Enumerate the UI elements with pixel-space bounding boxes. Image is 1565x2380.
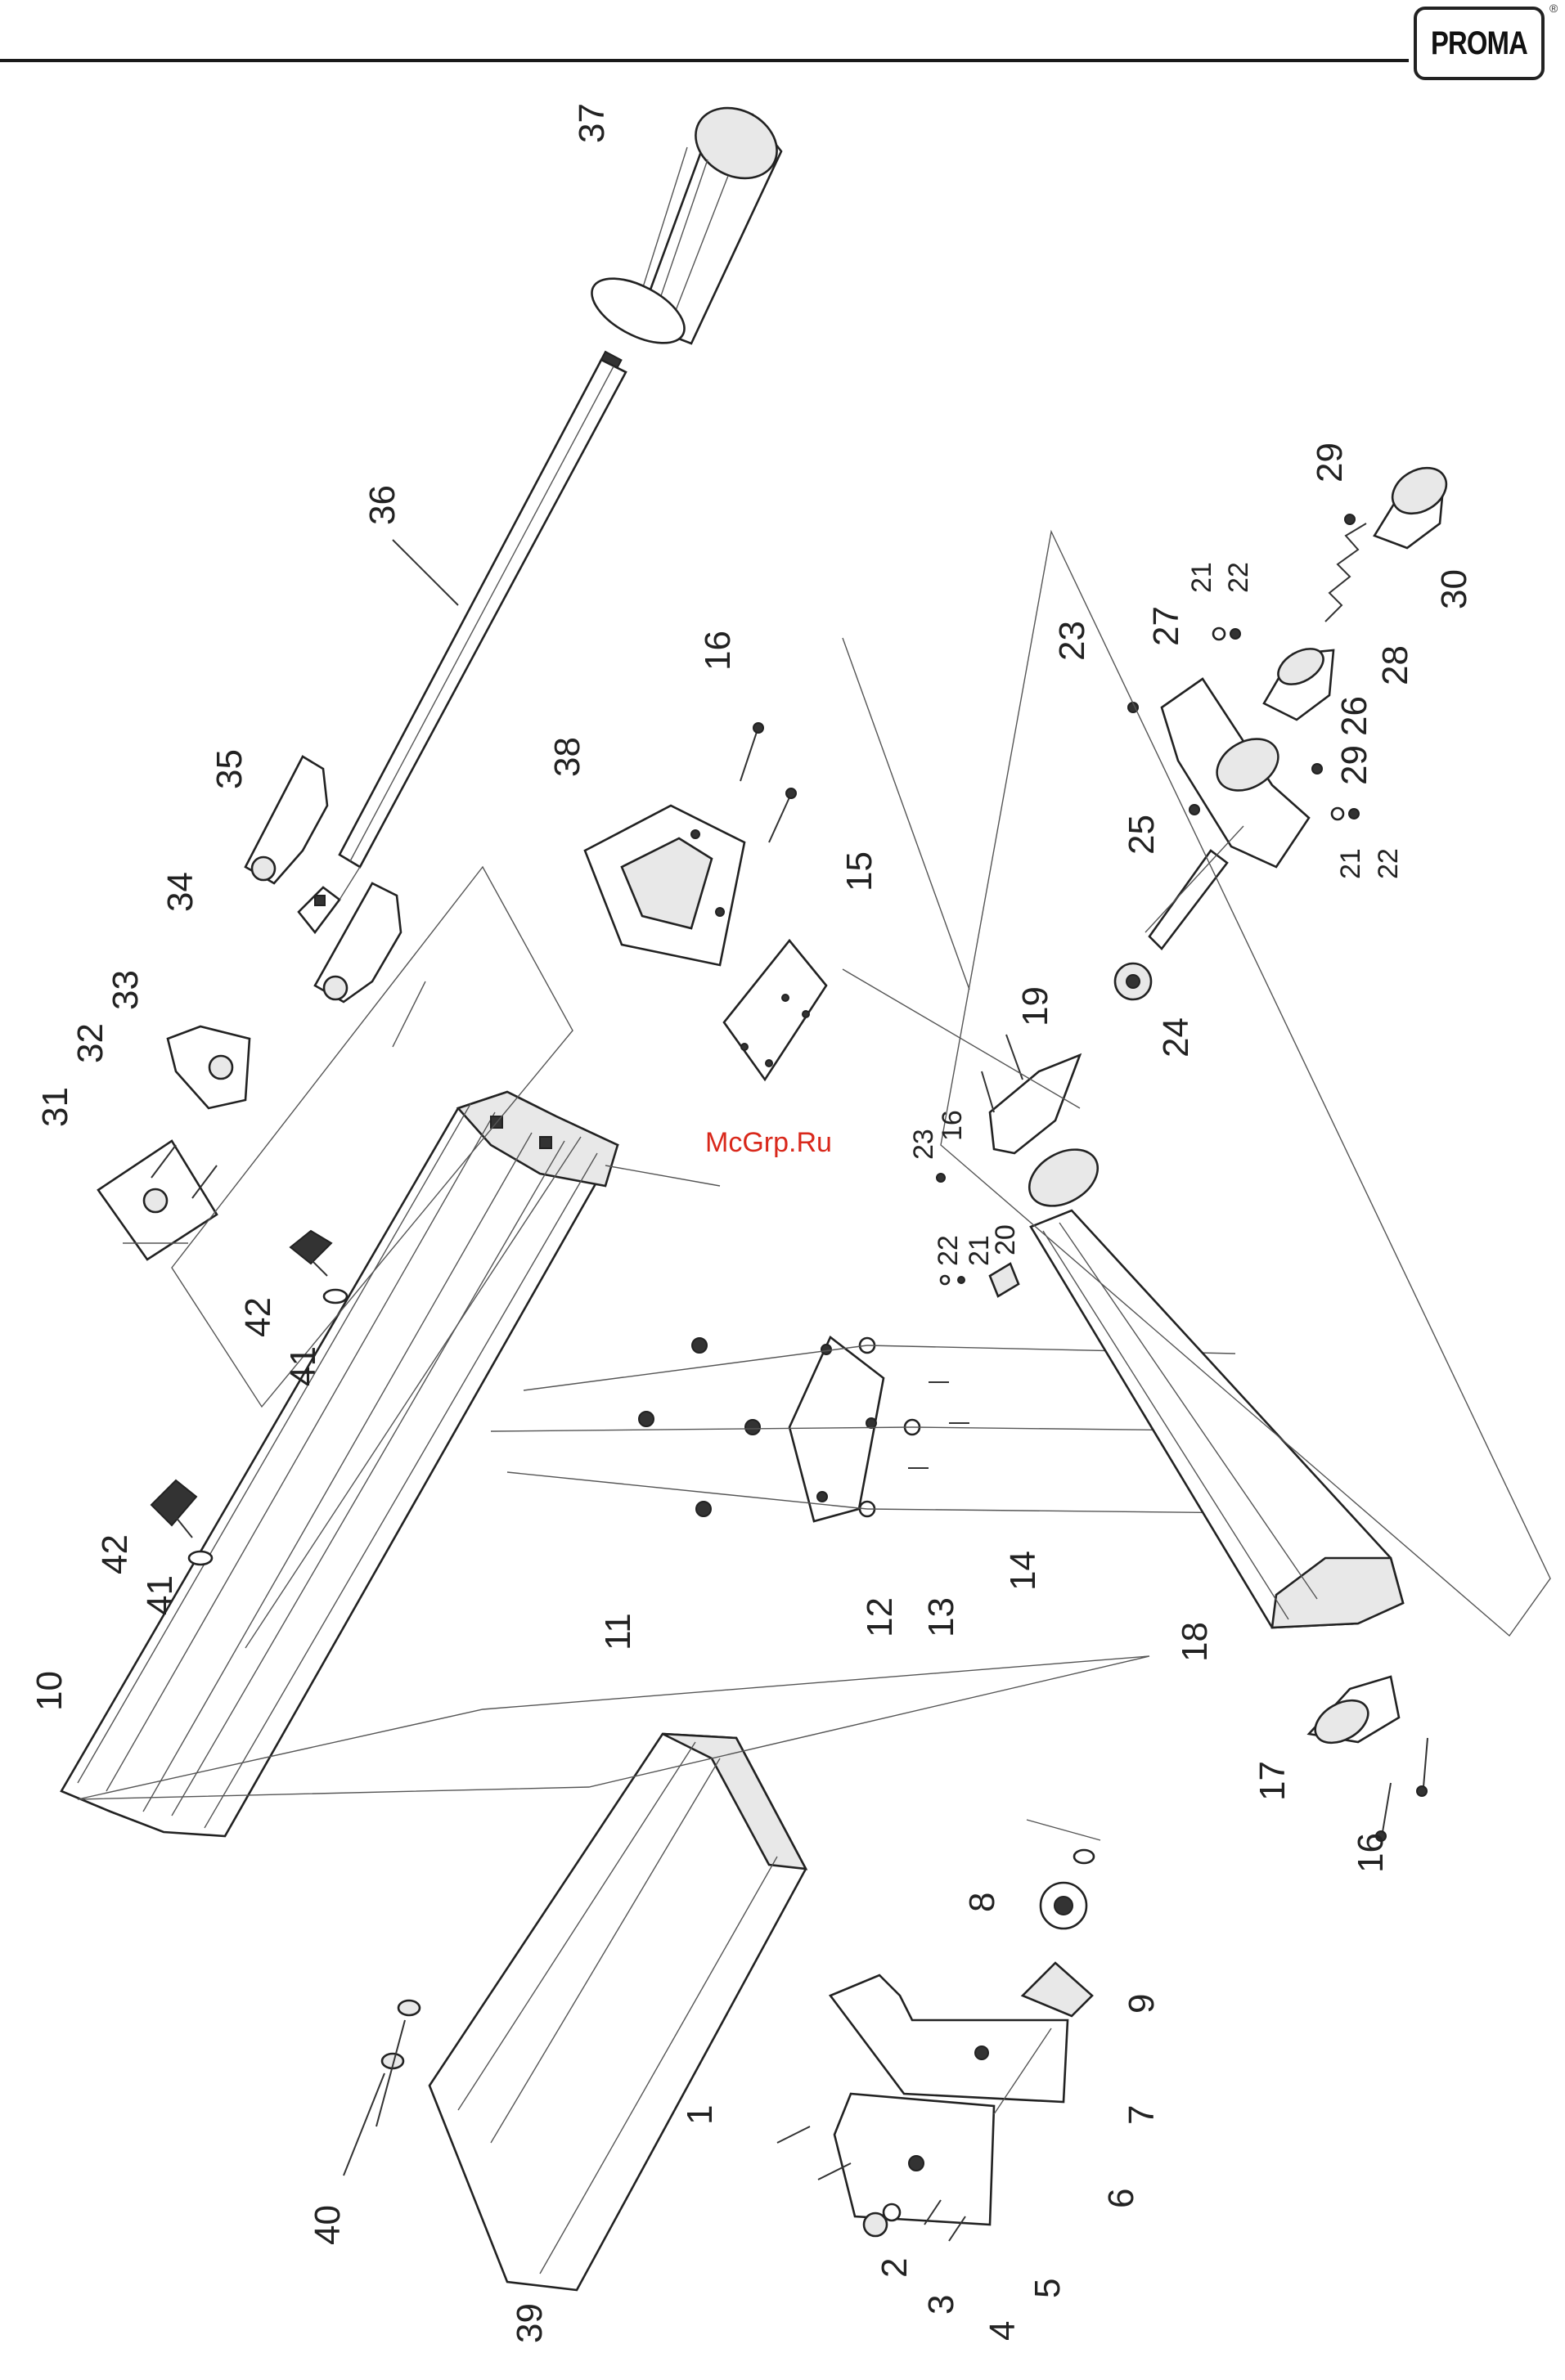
callout-23-lower: 23 [908,1129,939,1160]
part-31-mount-plate [98,1141,217,1260]
callout-6: 6 [1101,2189,1141,2208]
part-11-bolts [639,1338,760,1516]
callout-37: 37 [572,103,612,143]
callout-21-upper: 21 [1186,562,1217,593]
part-24-nut [1115,963,1151,999]
callout-28: 28 [1375,645,1415,685]
part-28-spring [1325,523,1366,622]
callout-30: 30 [1434,569,1474,609]
callout-8: 8 [962,1893,1002,1912]
part-9-roller [1041,1883,1086,1929]
part-16-upper-screws [740,723,796,842]
callout-17: 17 [1252,1761,1293,1801]
callout-15: 15 [839,851,879,891]
callout-3: 3 [921,2295,961,2315]
part-12-center-plate [789,1337,884,1521]
callout-34: 34 [160,872,200,912]
callout-32: 32 [70,1023,110,1063]
part-17-end-cap [1308,1677,1399,1752]
callout-22-upper: 22 [1223,562,1254,593]
callout-33: 33 [106,970,146,1010]
callout-22-small: 22 [933,1235,964,1266]
part-33-clamp-plate [168,1026,250,1108]
callout-16-lower: 16 [1351,1833,1391,1873]
callout-14: 14 [1003,1551,1043,1591]
part-41-washer-upper [324,1290,347,1303]
callout-41-lower: 41 [140,1575,180,1615]
callout-41-upper: 41 [283,1346,323,1386]
callout-12: 12 [860,1597,900,1637]
part-26-plunger [1264,641,1333,720]
part-37-handle-grip [582,94,789,370]
callout-26: 26 [1334,696,1374,736]
callout-1: 1 [680,2105,720,2125]
part-36-rod [340,360,626,867]
callout-5: 5 [1028,2279,1068,2298]
callout-25: 25 [1122,815,1162,855]
part-42-knob-upper [290,1231,331,1276]
callout-39: 39 [510,2303,550,2343]
part-35-upper-bracket [245,757,327,883]
part-7-slide-block [1023,1963,1092,2016]
callout-21-small: 21 [964,1235,995,1266]
callout-9: 9 [1122,1994,1162,2014]
part-18-lower-extrusion [1031,1210,1403,1628]
callout-16-upper: 16 [698,631,738,671]
part-25-shaft [1149,851,1227,949]
part-40-bolts [344,2001,420,2176]
callout-27: 27 [1146,606,1186,646]
callout-29-upper: 29 [1310,442,1350,483]
callout-4: 4 [983,2321,1023,2341]
part-21-22-washers-screws [941,628,1359,1284]
part-42-knob-lower [151,1480,196,1538]
callout-13: 13 [921,1597,961,1637]
callout-38: 38 [547,737,587,777]
callout-29-lower: 29 [1334,745,1374,785]
part-30-knob [1374,459,1455,548]
callout-16-middle: 16 [937,1110,968,1141]
watermark: McGrp.Ru [705,1127,832,1159]
callout-23-upper: 23 [1052,621,1092,661]
callout-35: 35 [209,749,250,789]
callout-21-lower: 21 [1335,848,1366,879]
part-39-lower-extrusion [429,1734,806,2290]
part-15-plate [724,941,826,1080]
callout-40: 40 [308,2205,348,2245]
callout-36: 36 [362,485,402,525]
callout-18: 18 [1175,1622,1215,1662]
callout-31: 31 [35,1087,75,1127]
callout-11: 11 [598,1613,638,1650]
callout-7: 7 [1122,2105,1162,2125]
part-41-washer-lower [189,1551,212,1565]
callout-42-upper: 42 [238,1297,278,1337]
part-38-guard-bracket [585,806,744,965]
callout-19: 19 [1015,986,1055,1026]
callout-22-lower: 22 [1373,848,1404,879]
part-5-base-plate [834,2094,994,2225]
part-8-washer [1074,1850,1094,1863]
part-19-end-cap [990,1055,1108,1217]
callout-42-lower: 42 [95,1534,135,1574]
callout-10: 10 [29,1671,70,1711]
part-20-clip [990,1264,1019,1296]
callouts: 1 2 3 4 5 6 7 8 9 10 11 12 13 14 15 16 1… [29,103,1474,2343]
callout-24: 24 [1156,1017,1196,1058]
callout-2: 2 [875,2258,915,2278]
